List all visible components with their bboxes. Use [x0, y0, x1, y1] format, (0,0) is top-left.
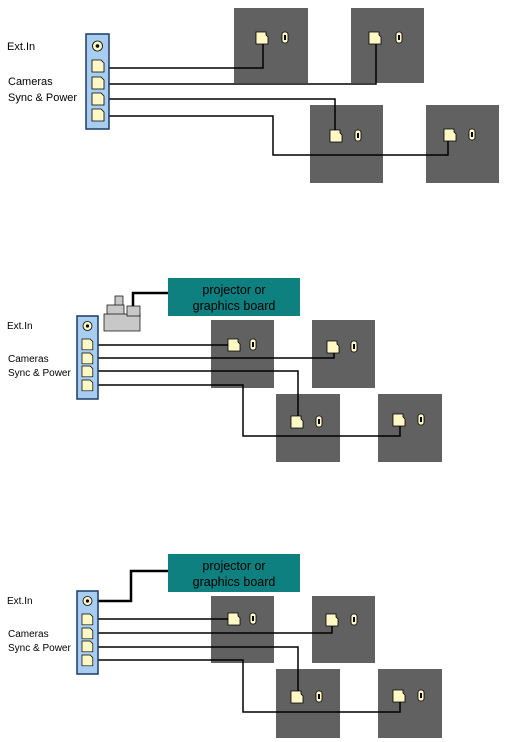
- camera-led-icon: [395, 31, 403, 44]
- camera-led-icon: [350, 340, 358, 353]
- camera-connector: [392, 413, 406, 427]
- hub-port: [91, 59, 105, 73]
- camera-connector: [326, 340, 340, 354]
- camera-connector: [227, 338, 241, 352]
- camera-connector: [443, 128, 457, 142]
- hub-port: [81, 627, 94, 640]
- t-adapter: [103, 295, 141, 332]
- camera-panel: [312, 320, 375, 388]
- hub-port: [81, 352, 94, 365]
- camera-connector: [325, 613, 339, 627]
- sync-cables: [106, 41, 449, 156]
- projector-label-line2: graphics board: [193, 575, 276, 589]
- hub-port: [81, 338, 94, 351]
- hub-port: [81, 654, 94, 667]
- sync-cables: [96, 618, 401, 713]
- camera-panel: [310, 105, 383, 183]
- camera-connector: [329, 129, 343, 143]
- projector-cable: [131, 291, 168, 308]
- projector-box: [168, 278, 300, 316]
- ext-in-label: Ext.In: [7, 41, 35, 53]
- hub-port: [81, 640, 94, 653]
- cameras-label: Cameras: [8, 76, 53, 88]
- hub-port: [81, 379, 94, 392]
- hub-port: [91, 92, 105, 106]
- hub-port: [91, 76, 105, 90]
- camera-connector: [368, 31, 382, 45]
- camera-panel: [276, 669, 340, 738]
- camera-led-icon: [315, 690, 323, 703]
- camera-led-icon: [249, 338, 257, 351]
- camera-led-icon: [417, 689, 425, 702]
- diagram-projector-with-adapter: Ext.In Cameras Sync & Power projector or…: [7, 278, 442, 462]
- projector-label-line1: projector or: [202, 559, 265, 573]
- camera-led-icon: [281, 31, 289, 44]
- sync-power-label: Sync & Power: [8, 92, 77, 104]
- diagram-projector-direct: Ext.In Cameras Sync & Power projector or…: [7, 554, 442, 738]
- sync-power-label: Sync & Power: [8, 368, 71, 379]
- camera-connector: [392, 689, 406, 703]
- camera-led-icon: [417, 413, 425, 426]
- camera-connector: [290, 415, 304, 429]
- camera-led-icon: [315, 415, 323, 428]
- hub-port: [91, 108, 105, 122]
- camera-panel: [211, 596, 274, 663]
- camera-led-icon: [350, 613, 358, 626]
- camera-panel: [378, 394, 442, 462]
- camera-connector: [227, 612, 241, 626]
- ext-in-label: Ext.In: [7, 321, 33, 332]
- diagram-standalone: Ext.In Cameras Sync & Power: [7, 8, 499, 183]
- camera-led-icon: [354, 129, 362, 142]
- camera-panel: [426, 105, 499, 183]
- hub-port: [81, 365, 94, 378]
- projector-label-line2: graphics board: [193, 299, 276, 313]
- camera-led-icon: [249, 612, 257, 625]
- cameras-label: Cameras: [8, 629, 49, 640]
- projector-cable: [93, 569, 168, 603]
- camera-panel: [378, 669, 442, 738]
- camera-led-icon: [468, 128, 476, 141]
- hub-port: [81, 613, 94, 626]
- camera-panel: [276, 394, 340, 462]
- projector-box: [168, 554, 300, 592]
- sync-power-label: Sync & Power: [8, 643, 71, 654]
- camera-panel: [211, 320, 274, 388]
- cameras-label: Cameras: [8, 354, 49, 365]
- camera-panel: [312, 596, 375, 663]
- camera-connector: [290, 690, 304, 704]
- camera-panel: [234, 8, 308, 83]
- camera-connector: [255, 31, 269, 45]
- camera-panel: [351, 8, 424, 83]
- ext-in-label: Ext.In: [7, 596, 33, 607]
- projector-label-line1: projector or: [202, 283, 265, 297]
